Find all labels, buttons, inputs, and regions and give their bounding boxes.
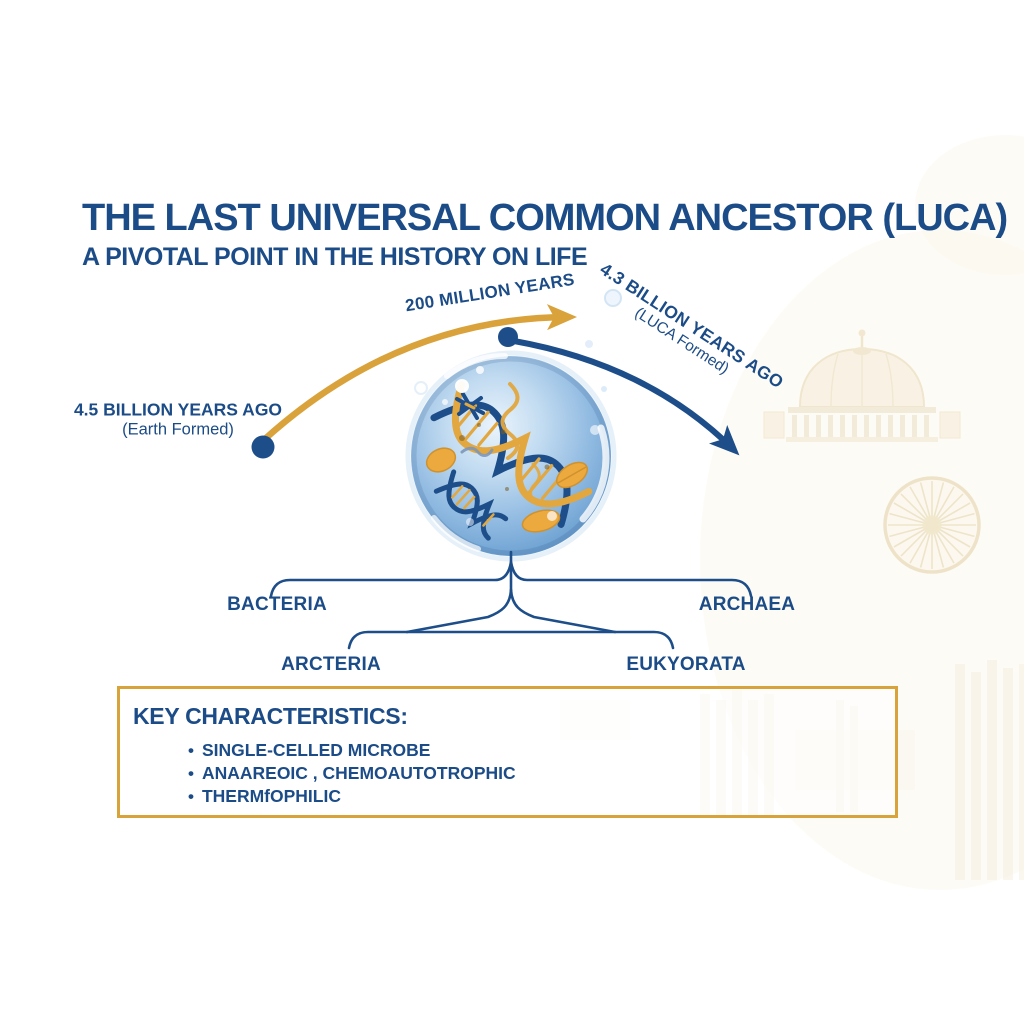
branch-label-bacteria: BACTERIA [227, 594, 327, 615]
timeline-gold-arc [251, 304, 577, 459]
timeline-start-label: 4.5 BILLION YEARS AGO (Earth Formed) [74, 400, 282, 441]
timeline-luca-dot [498, 327, 518, 347]
rna-squiggle-icon [500, 382, 520, 460]
page-title: THE LAST UNIVERSAL COMMON ANCESTOR (LUCA… [82, 197, 1008, 239]
characteristic-text: THERMfOPHILIC [201, 786, 341, 806]
timeline-start-title: 4.5 BILLION YEARS AGO [73, 399, 283, 420]
timeline-navy-arc [498, 327, 740, 456]
timeline-start-subtitle: (Earth Formed) [122, 420, 234, 439]
characteristic-item: • SINGLE-CELLED MICROBE [188, 739, 885, 762]
characteristic-item: • THERMfOPHILIC [188, 785, 885, 808]
page-subtitle: A PIVOTAL POINT IN THE HISTORY ON LIFE [82, 243, 588, 271]
bullet-icon: • [188, 741, 194, 760]
characteristic-text: SINGLE-CELLED MICROBE [201, 740, 431, 760]
dome-building-watermark [763, 329, 961, 442]
timeline-start-dot [251, 435, 275, 459]
blue-squiggle-icon [460, 446, 494, 457]
branch-label-eukyorata: EUKYORATA [626, 654, 746, 675]
branch-label-arcteria: ARCTERIA [281, 654, 381, 675]
characteristic-item: • ANAAREOIC , CHEMOAUTOTROPHIC [188, 762, 885, 785]
characteristic-text: ANAAREOIC , CHEMOAUTOTROPHIC [201, 763, 516, 783]
bullet-icon: • [188, 764, 194, 783]
dna-helix-small-icon [433, 469, 509, 541]
luca-cell-illustration [405, 289, 622, 562]
bullet-icon: • [188, 787, 194, 806]
key-characteristics-list: • SINGLE-CELLED MICROBE • ANAAREOIC , CH… [188, 739, 885, 808]
tree-branch-lines [269, 550, 753, 650]
branch-label-archaea: ARCHAEA [698, 594, 796, 615]
rna-squiggle-small-icon [529, 462, 541, 504]
outer-bubbles [414, 289, 622, 395]
cell-bubbles [442, 366, 600, 526]
chromosome-icon [455, 392, 485, 420]
key-characteristics-box: KEY CHARACTERISTICS: • SINGLE-CELLED MIC… [117, 686, 898, 818]
cell-specks [459, 423, 550, 491]
key-characteristics-heading: KEY CHARACTERISTICS: [133, 703, 408, 729]
chakra-wheel-watermark [883, 476, 981, 574]
